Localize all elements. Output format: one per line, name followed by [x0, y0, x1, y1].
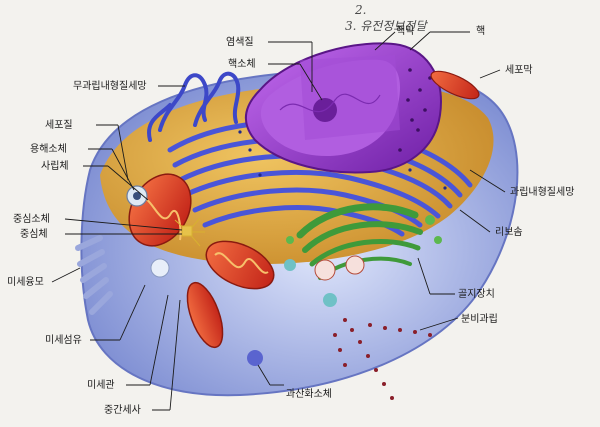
label-ribosome: 리보솜 [495, 226, 523, 238]
label-mitochondrion: 사립체 [41, 159, 69, 172]
label-golgi: 골지장치 [458, 288, 495, 300]
smooth-er [147, 71, 241, 142]
microvilli [75, 235, 113, 315]
label-peroxisome: 과산화소체 [286, 388, 332, 400]
label-rough-er: 과립내형질세망 [510, 185, 574, 198]
vesicle [345, 255, 365, 275]
secretory-granules [333, 318, 432, 400]
handwritten-note-1: 2. [354, 3, 366, 17]
chromatin-threads [279, 93, 381, 113]
label-secretory-granule: 분비과립 [461, 312, 498, 325]
label-microfilament: 미세섬유 [45, 334, 82, 346]
label-nucleus: 핵 [476, 25, 485, 37]
label-nucleolus: 핵소체 [228, 58, 256, 70]
label-nuclear-envelope: 핵막 [396, 25, 414, 37]
vesicle [314, 259, 336, 281]
vesicle [284, 259, 296, 271]
golgi-vesicles [286, 215, 442, 244]
golgi-apparatus [296, 203, 423, 280]
vesicle [150, 258, 170, 278]
label-centrosome: 중심소체 [13, 213, 50, 225]
nucleus-cut-face [300, 55, 400, 140]
label-smooth-er: 무과립내형질세망 [73, 79, 147, 92]
label-microtubule: 미세관 [87, 379, 115, 391]
vesicle [323, 293, 337, 307]
label-cell-membrane: 세포막 [505, 64, 533, 76]
label-lysosome: 용해소체 [30, 142, 67, 155]
label-centriole: 중심체 [20, 228, 48, 240]
label-chromatin: 염색질 [226, 36, 254, 48]
handwritten-note-2: 3. 유전정보전달 [345, 19, 428, 33]
label-microvilli: 미세융모 [7, 276, 44, 288]
peroxisome-shape [247, 350, 263, 366]
label-cytoplasm: 세포질 [45, 119, 73, 131]
label-intermediate-filament: 중간세사 [104, 404, 141, 416]
nuclear-pores [398, 68, 432, 152]
centrosome [174, 217, 205, 247]
nucleus [245, 42, 442, 174]
